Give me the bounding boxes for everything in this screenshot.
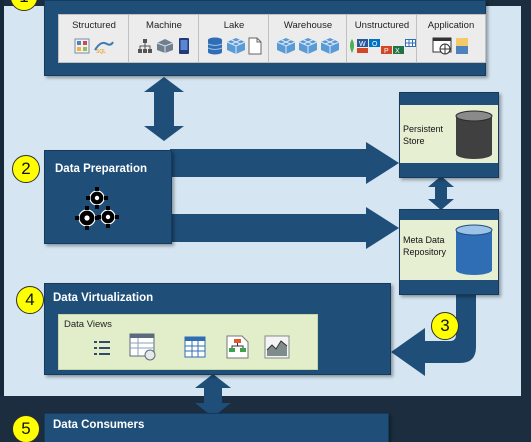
source-tile-warehouse: Warehouse [268, 14, 348, 63]
source-label: Application [427, 20, 475, 31]
svg-text:P: P [384, 48, 389, 54]
browser-icon [432, 37, 452, 55]
gears-icon [75, 187, 119, 230]
step-badge-4: 4 [16, 286, 44, 314]
folder-icon [456, 38, 468, 54]
word-icon: W [357, 39, 368, 53]
meta-data-label-line2: Repository [403, 247, 447, 257]
cube-icon [276, 38, 296, 54]
mongodb-icon [350, 39, 354, 53]
virtualization-consumers-arrow [195, 374, 231, 417]
source-label: Lake [223, 20, 245, 31]
frame-right-border [521, 0, 531, 442]
source-tile-lake: Lake [198, 14, 270, 63]
svg-text:SQL: SQL [96, 49, 106, 54]
cube-icon [320, 38, 340, 54]
data-virtualization-title: Data Virtualization [53, 292, 154, 304]
server-icon [156, 39, 174, 53]
to-meta-data-arrow [170, 207, 399, 249]
phone-icon [179, 38, 189, 54]
persistent-store-label: Persistent Store [403, 123, 443, 147]
powerpoint-icon: P [381, 46, 392, 54]
source-label: Machine [146, 20, 182, 31]
database-icon [207, 37, 223, 55]
meta-data-repository-label: Meta Data Repository [403, 234, 446, 258]
source-tile-machine: Machine [128, 14, 200, 63]
data-preparation-title: Data Preparation [55, 163, 148, 175]
data-virtualization-box: Data Virtualization Data Views [44, 283, 391, 375]
data-consumers-box: Data Consumers [44, 413, 389, 442]
step-badge-3: 3 [431, 312, 459, 340]
persistent-store-label-line1: Persistent [403, 124, 444, 134]
excel-icon: X [393, 46, 404, 54]
sources-preparation-arrow [144, 77, 184, 141]
data-preparation-box: Data Preparation [44, 150, 172, 244]
persistent-store-label-line2: Store [403, 136, 425, 146]
grid-icon [405, 39, 416, 47]
list-icon [94, 341, 110, 355]
flowchart-icon [226, 335, 249, 359]
store-repository-arrow [428, 176, 454, 210]
cylinder-icon [455, 110, 493, 159]
source-label: Structured [72, 20, 116, 31]
db-icon [74, 38, 90, 54]
step-badge-5: 5 [12, 415, 40, 442]
outlook-icon: O [369, 39, 380, 48]
to-persistent-store-arrow [170, 142, 399, 184]
table-window-icon [129, 333, 156, 361]
svg-text:O: O [372, 41, 378, 48]
repository-to-virtualization-arrow [391, 292, 476, 376]
data-sources-box: Structured SQL Machine Lake Warehouse [44, 0, 486, 76]
source-label: Warehouse [283, 20, 333, 31]
meta-data-repository-box: Meta Data Repository [399, 209, 499, 295]
source-tile-application: Application [416, 14, 486, 63]
network-icon [138, 39, 152, 53]
persistent-store-panel: Persistent Store [400, 105, 498, 163]
cube-icon [226, 38, 246, 54]
cube-icon [298, 38, 318, 54]
svg-text:W: W [359, 41, 366, 48]
persistent-store-box: Persistent Store [399, 92, 499, 178]
data-views-label: Data Views [64, 319, 112, 330]
data-views-panel: Data Views [58, 314, 318, 370]
cylinder-icon [455, 224, 493, 275]
document-icon [248, 37, 262, 55]
source-tile-unstructured: Unstructured W O P X [346, 14, 418, 63]
svg-text:X: X [395, 48, 400, 54]
meta-data-label-line1: Meta Data [403, 235, 445, 245]
spreadsheet-icon [184, 336, 206, 358]
mysql-icon: SQL [94, 41, 114, 54]
step-badge-2: 2 [12, 155, 40, 183]
area-chart-icon [264, 335, 290, 359]
frame-left-border [0, 0, 4, 442]
source-tile-structured: Structured SQL [58, 14, 130, 63]
source-label: Unstructured [354, 20, 410, 31]
meta-data-repository-panel: Meta Data Repository [400, 220, 498, 280]
data-consumers-title: Data Consumers [53, 419, 145, 431]
